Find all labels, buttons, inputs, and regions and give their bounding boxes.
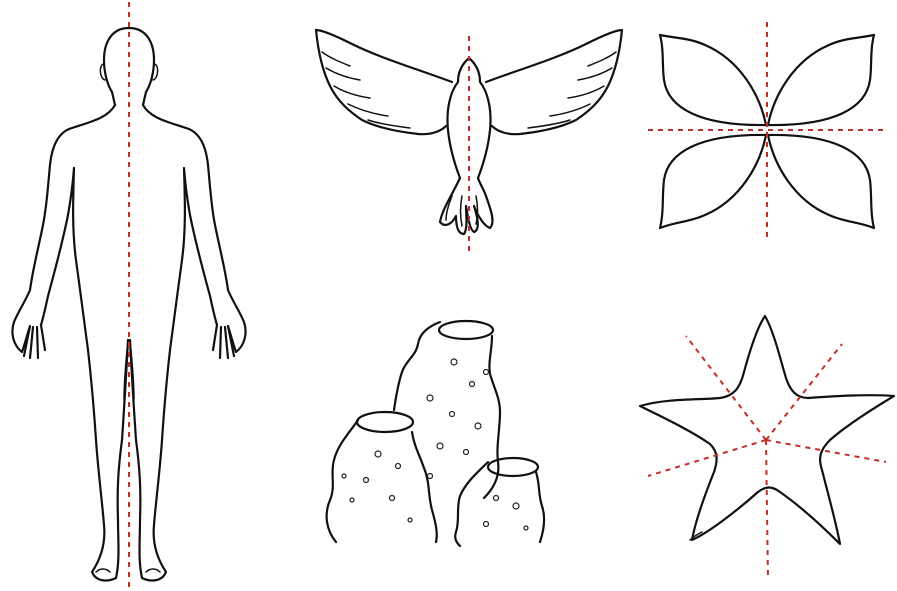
bird-left-wing	[316, 30, 452, 134]
flower-petal-bottom-right	[768, 135, 874, 228]
starfish-axis-3	[766, 344, 842, 440]
flower-petal-top-right	[768, 35, 874, 125]
sponge-figure	[327, 321, 545, 546]
starfish-axis-1	[766, 440, 768, 580]
starfish-figure	[640, 316, 894, 544]
flower-petal-bottom-left	[660, 135, 766, 228]
flower-petal-top-left	[660, 35, 766, 125]
sponge-right-opening	[488, 458, 538, 476]
starfish-outline	[640, 316, 894, 544]
starfish-axis-4	[648, 440, 766, 476]
bird-right-wing	[486, 30, 622, 134]
sponge-tall-tube	[394, 322, 500, 498]
symmetry-axes	[129, 2, 886, 589]
sponge-left-opening	[357, 412, 413, 432]
human-left-side	[12, 105, 128, 580]
sponge-left-tube	[327, 420, 437, 542]
human-right-side	[130, 105, 246, 580]
sponge-pores	[342, 359, 528, 530]
human-feet	[96, 569, 160, 572]
sponge-tall-opening	[439, 321, 493, 339]
starfish-axis-2	[686, 336, 766, 440]
